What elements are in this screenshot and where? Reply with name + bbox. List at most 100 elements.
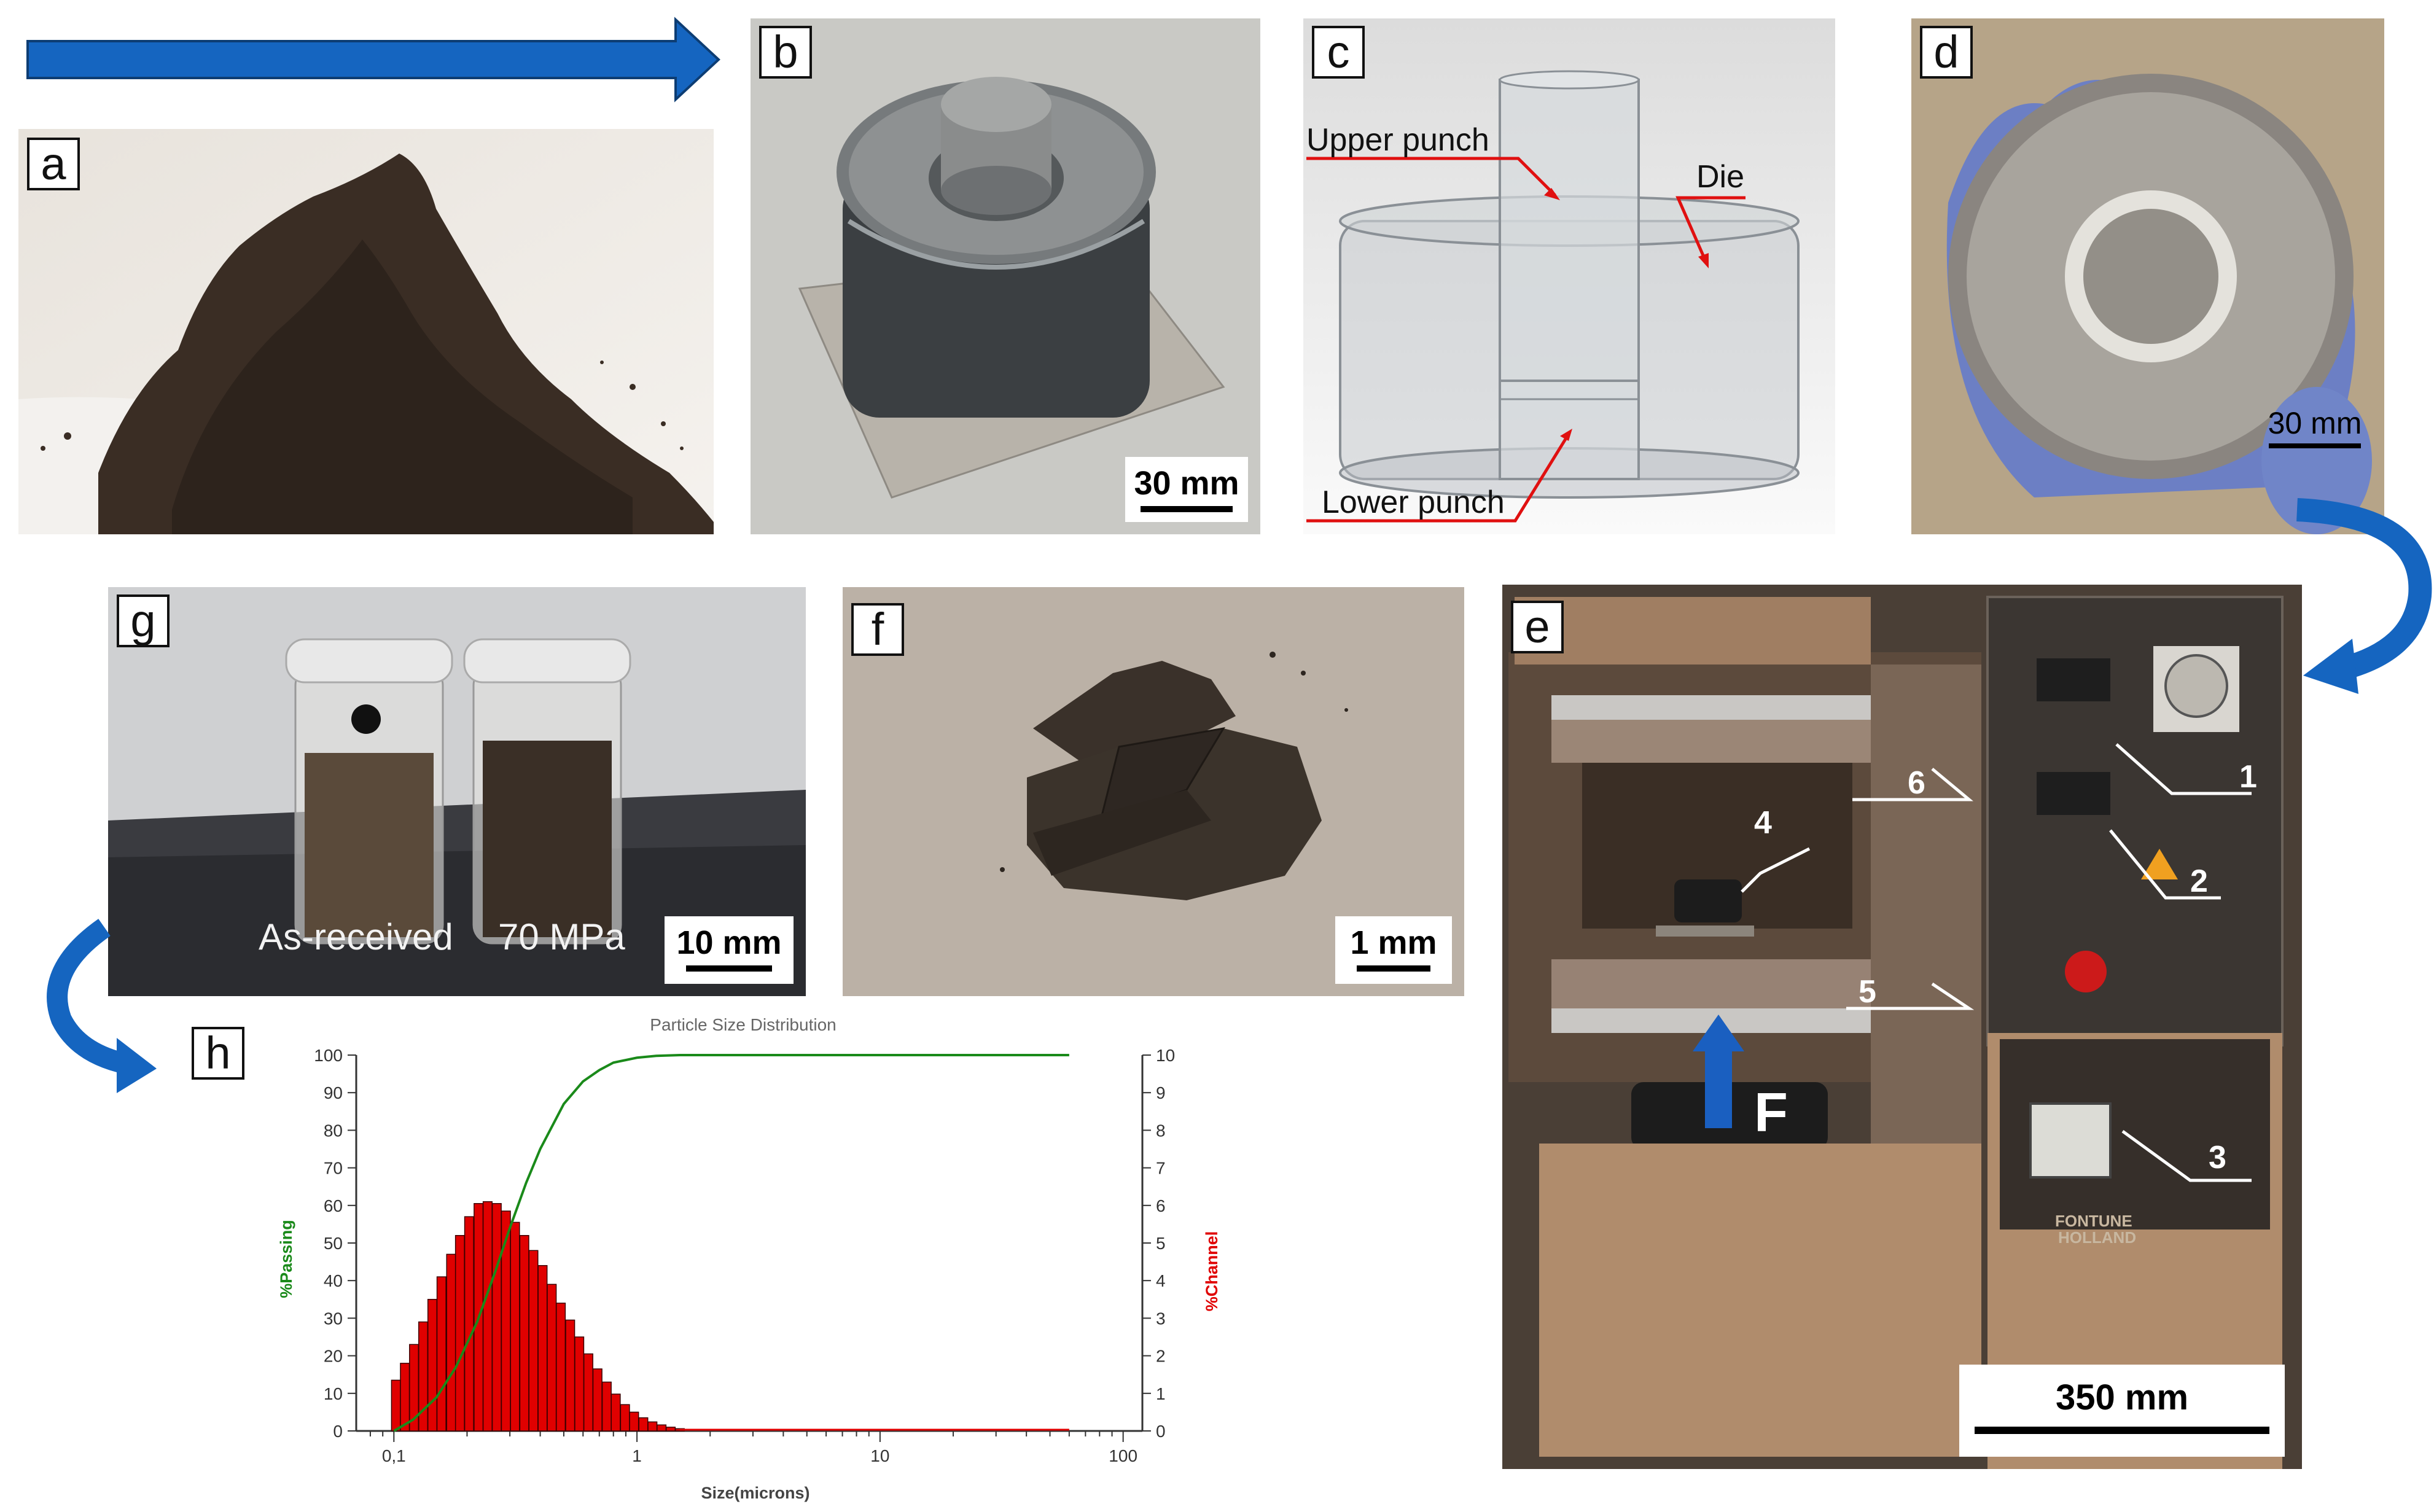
x-tick-label: 100 — [1109, 1446, 1137, 1465]
y-right-tick-label: 2 — [1156, 1347, 1166, 1366]
force-label: F — [1754, 1082, 1788, 1144]
y-right-tick-label: 1 — [1156, 1384, 1166, 1403]
panel-d-die-hand-photo: d 30 mm — [1911, 18, 2384, 534]
scale-line-f — [1357, 965, 1430, 972]
channel-bar — [583, 1353, 593, 1432]
x-axis-label: Size(microns) — [701, 1484, 809, 1502]
y-right-tick-label: 7 — [1156, 1159, 1166, 1178]
scale-bar-d: 30 mm — [2257, 405, 2373, 461]
scale-label-b: 30 mm — [1134, 465, 1239, 502]
channel-bar — [436, 1276, 447, 1432]
scale-bar-e: 350 mm — [1959, 1365, 2285, 1457]
label-die: Die — [1696, 159, 1744, 195]
callout-1: 1 — [2239, 759, 2257, 795]
panel-f-pressed-flakes-photo: f 1 mm — [843, 587, 1464, 996]
y-right-tick-label: 6 — [1156, 1196, 1166, 1215]
channel-bar — [666, 1427, 676, 1432]
scale-line-d — [2269, 443, 2361, 448]
die-schematic: Upper punch Die Lower punch — [1303, 18, 1835, 534]
callout-2: 2 — [2190, 863, 2208, 899]
channel-bar — [491, 1202, 502, 1432]
y-right-tick-label: 3 — [1156, 1309, 1166, 1328]
channel-bar — [464, 1216, 474, 1432]
vial-label-70mpa: 70 MPa — [498, 916, 625, 957]
label-upper-punch: Upper punch — [1306, 122, 1489, 158]
curved-arrow-g-to-h — [47, 919, 157, 1093]
channel-bar — [610, 1393, 621, 1432]
channel-bar — [528, 1250, 539, 1432]
channel-bar — [601, 1381, 612, 1432]
scale-label-f: 1 mm — [1350, 924, 1437, 961]
scale-label-e: 350 mm — [2055, 1378, 2189, 1417]
scale-label-d: 30 mm — [2268, 406, 2362, 440]
callout-6: 6 — [1908, 765, 1925, 801]
channel-bar — [391, 1379, 401, 1432]
channel-bar — [547, 1284, 557, 1432]
scale-label-g: 10 mm — [676, 924, 782, 961]
channel-bar — [638, 1417, 649, 1432]
channel-bar — [647, 1421, 658, 1432]
channel-bar — [657, 1424, 667, 1432]
y-left-tick-label: 40 — [324, 1271, 343, 1290]
channel-bar — [574, 1336, 585, 1432]
scale-line-e — [1975, 1427, 2269, 1434]
callout-4: 4 — [1754, 805, 1772, 841]
y-right-tick-label: 10 — [1156, 1046, 1175, 1065]
scale-line-b — [1141, 506, 1233, 512]
panel-b-die-photo: b 30 mm — [751, 18, 1260, 534]
vials-image: As-received 70 MPa — [108, 587, 806, 996]
y-right-tick-label: 4 — [1156, 1271, 1166, 1290]
y-left-tick-label: 0 — [333, 1422, 343, 1441]
panel-e-press-photo: FONTUNE HOLLAND F 1 2 3 4 — [1502, 585, 2302, 1469]
vial-label-as-received: As-received — [259, 916, 453, 957]
channel-bar — [592, 1368, 603, 1432]
die-hand-image — [1911, 18, 2384, 534]
channel-bar — [537, 1265, 548, 1432]
panel-label-h: h — [192, 1027, 244, 1080]
callout-5: 5 — [1859, 974, 1876, 1010]
y-right-tick-label: 8 — [1156, 1121, 1166, 1140]
channel-bar — [400, 1363, 410, 1432]
y-left-tick-label: 30 — [324, 1309, 343, 1328]
panel-g-vials-photo: As-received 70 MPa g 10 mm — [108, 587, 806, 996]
label-lower-punch: Lower punch — [1322, 485, 1505, 520]
die-image — [751, 18, 1260, 534]
y-left-tick-label: 60 — [324, 1196, 343, 1215]
channel-bar — [629, 1411, 639, 1432]
panel-label-c: c — [1312, 26, 1365, 79]
y-left-tick-label: 90 — [324, 1083, 343, 1102]
panel-label-d: d — [1920, 26, 1973, 79]
panel-label-a: a — [27, 138, 80, 190]
panel-label-g: g — [117, 594, 170, 647]
channel-bar — [620, 1404, 630, 1432]
y-right-tick-label: 9 — [1156, 1083, 1166, 1102]
brand-plate: FONTUNE — [2055, 1212, 2132, 1230]
press-image: FONTUNE HOLLAND F 1 2 3 4 — [1502, 585, 2302, 1469]
curved-arrow-d-to-e — [2296, 498, 2432, 694]
y-left-tick-label: 10 — [324, 1384, 343, 1403]
y-axis-right-label: %Channel — [1203, 1231, 1221, 1312]
panel-c-schematic: Upper punch Die Lower punch c — [1303, 18, 1835, 534]
channel-bar — [427, 1299, 438, 1432]
channel-bar — [519, 1235, 529, 1432]
y-right-tick-label: 0 — [1156, 1422, 1166, 1441]
channel-bar — [501, 1210, 511, 1432]
y-left-tick-label: 50 — [324, 1234, 343, 1253]
y-left-tick-label: 70 — [324, 1159, 343, 1178]
chart-title: Particle Size Distribution — [650, 1015, 836, 1034]
x-tick-label: 10 — [870, 1446, 889, 1465]
y-left-tick-label: 80 — [324, 1121, 343, 1140]
callout-3: 3 — [2209, 1140, 2226, 1175]
x-tick-label: 1 — [632, 1446, 642, 1465]
channel-bar — [556, 1303, 566, 1432]
panel-label-e: e — [1511, 601, 1564, 653]
channel-bar — [510, 1222, 520, 1432]
scale-bar-g: 10 mm — [665, 916, 794, 984]
particle-size-distribution-chart: Particle Size Distribution 0102030405060… — [277, 1015, 1221, 1502]
passing-curve — [393, 1054, 1069, 1432]
y-axis-left-label: %Passing — [277, 1220, 295, 1298]
scale-bar-b: 30 mm — [1125, 457, 1248, 522]
panel-label-f: f — [851, 603, 904, 656]
panel-a-powder-photo: a — [18, 129, 714, 534]
process-arrow-top — [26, 17, 720, 103]
